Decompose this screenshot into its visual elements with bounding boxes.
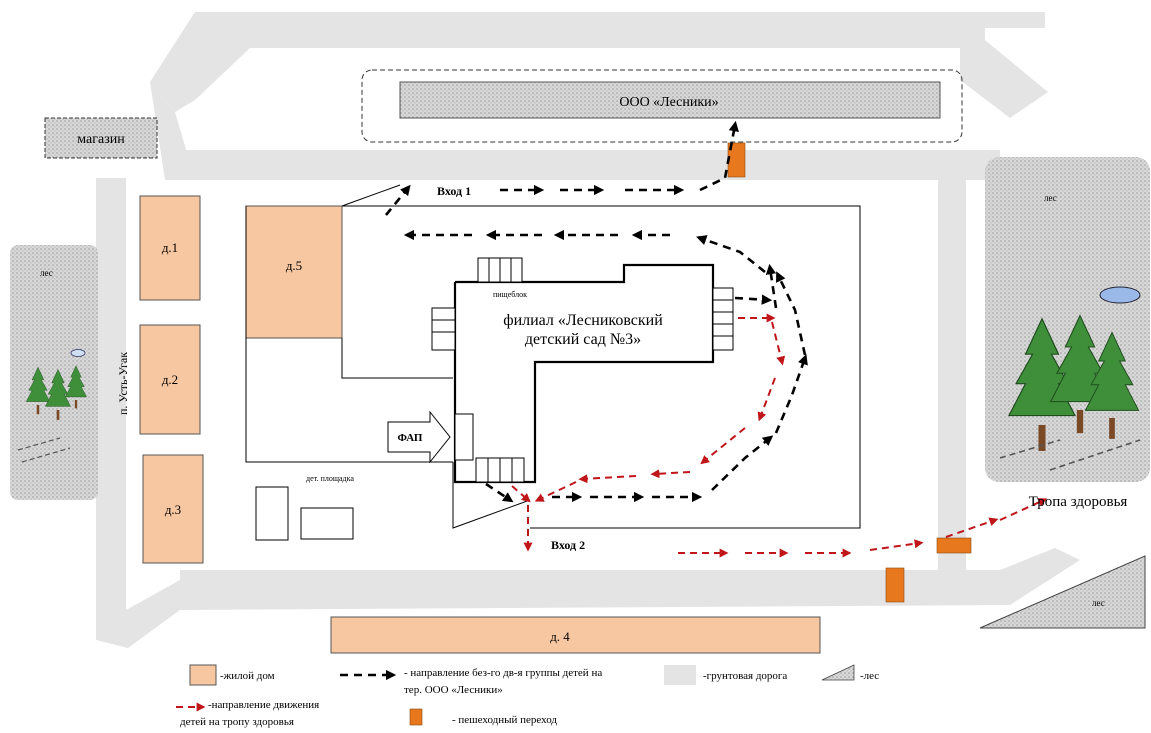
legend-road-swatch xyxy=(664,665,696,685)
legend-red-arrow-line1: -направление движения xyxy=(208,699,319,711)
legend-crossing-label: - пешеходный переход xyxy=(452,714,557,726)
house-2 xyxy=(139,324,201,435)
company-area: ООО «Лесники» xyxy=(361,69,963,143)
shop-label: магазин xyxy=(77,132,125,147)
dirt-roads xyxy=(96,12,1080,648)
playground: дет. площадка xyxy=(255,474,354,541)
legend-house-label: -жилой дом xyxy=(220,670,275,682)
legend-forest-swatch xyxy=(821,664,855,681)
health-trail-label: Тропа здоровья xyxy=(1029,494,1128,510)
crossing-bottom xyxy=(885,567,905,603)
kitchen-label: пищеблок xyxy=(493,290,527,299)
street-label: п. Усть-Угак xyxy=(116,352,130,415)
black-route-arrows xyxy=(384,120,808,503)
company-label: ООО «Лесники» xyxy=(619,95,718,110)
site-outlines xyxy=(245,184,861,529)
svg-text:д.5: д.5 xyxy=(286,258,302,273)
road-left-bottom xyxy=(96,580,180,648)
legend-black-arrow-line2: тер. ООО «Лесники» xyxy=(404,684,503,696)
fap: ФАП xyxy=(387,410,451,464)
playground-label: дет. площадка xyxy=(306,474,354,483)
forest-corner: лес xyxy=(979,555,1146,629)
svg-text:д.3: д.3 xyxy=(165,502,181,517)
svg-text:д. 4: д. 4 xyxy=(550,629,570,644)
road-upper-horizontal xyxy=(180,150,1000,180)
red-route-arrows xyxy=(511,313,1048,558)
forest-right: лес xyxy=(985,157,1150,482)
road-right-vertical xyxy=(938,165,966,585)
house-5 xyxy=(245,205,343,339)
svg-text:д.2: д.2 xyxy=(162,372,178,387)
crossing-right xyxy=(936,537,972,554)
forest-left: лес xyxy=(10,245,98,500)
shop: магазин xyxy=(44,117,158,159)
svg-text:лес: лес xyxy=(1044,193,1057,203)
house-3 xyxy=(142,454,204,564)
svg-text:д.1: д.1 xyxy=(162,240,178,255)
entrance-1-label: Вход 1 xyxy=(437,184,471,198)
legend-forest-label: -лес xyxy=(860,670,879,682)
legend-red-arrow-line2: детей на тропу здоровья xyxy=(180,716,294,728)
house-1 xyxy=(139,195,201,301)
kindergarten-label-line1: филиал «Лесниковский xyxy=(503,312,663,329)
legend-black-arrow-line1: - направление без-го дв-я группы детей н… xyxy=(404,667,602,679)
house-4 xyxy=(330,616,821,654)
pedestrian-crossings xyxy=(727,142,972,603)
entrance-2-label: Вход 2 xyxy=(551,538,585,552)
legend-house-swatch xyxy=(189,664,217,686)
legend: -жилой дом - направление без-го дв-я гру… xyxy=(176,664,879,728)
houses: д.1 д.2 д.3 д. 4 д.5 xyxy=(139,195,821,654)
road-bottom xyxy=(180,548,1080,610)
road-top xyxy=(195,12,1048,118)
legend-crossing-swatch xyxy=(409,708,423,726)
svg-text:лес: лес xyxy=(40,268,53,278)
road-left-diagonal xyxy=(150,82,195,180)
legend-road-label: -грунтовая дорога xyxy=(703,670,787,682)
site-boundary xyxy=(341,184,401,207)
svg-text:ФАП: ФАП xyxy=(398,432,423,444)
kindergarten-building: пищеблок филиал «Лесниковский детский са… xyxy=(431,257,734,484)
svg-text:лес: лес xyxy=(1092,598,1105,608)
road-top-diagonal xyxy=(150,12,195,112)
road-left-vertical xyxy=(96,178,126,618)
kindergarten-label-line2: детский сад №3» xyxy=(525,331,641,348)
